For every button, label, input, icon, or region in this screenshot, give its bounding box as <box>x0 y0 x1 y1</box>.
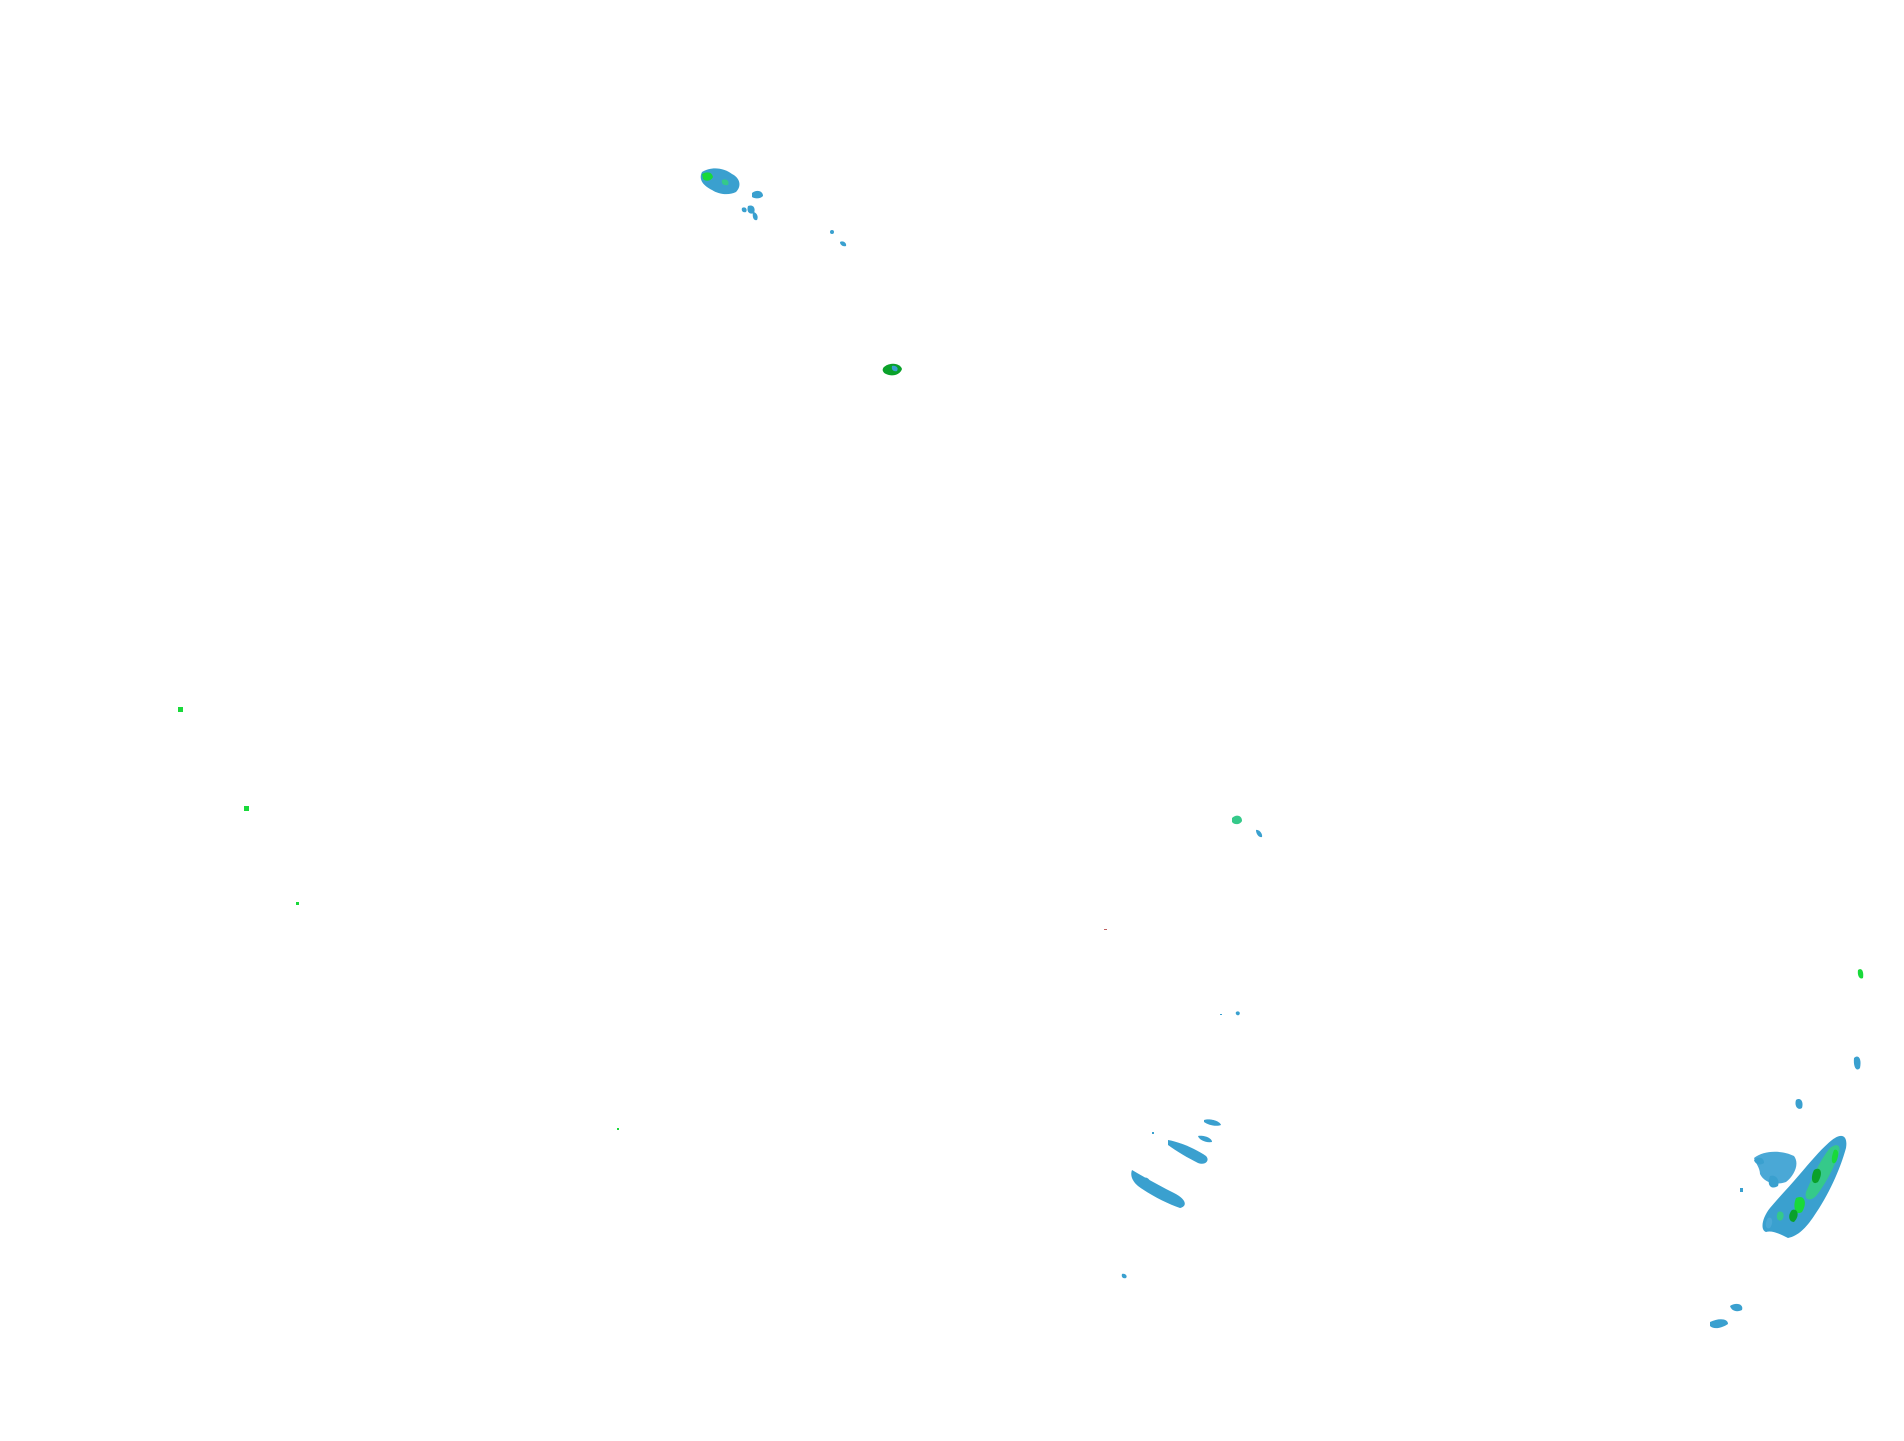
echo-cell <box>1857 969 1864 979</box>
echo-streak <box>1131 1170 1185 1208</box>
echo-dot <box>178 707 183 712</box>
echo-dot <box>1220 1014 1222 1015</box>
echo-cluster-central <box>1104 815 1263 1016</box>
echo-cell-core <box>702 172 713 181</box>
echo-cell <box>1795 1098 1803 1109</box>
echo-storm-core <box>1776 1211 1784 1221</box>
echo-streak <box>1198 1135 1212 1143</box>
echo-storm-core <box>1789 1209 1798 1222</box>
echo-cell <box>747 205 755 214</box>
echo-storm-core <box>1831 1149 1839 1164</box>
echo-cell <box>741 207 747 213</box>
echo-cell <box>830 230 834 234</box>
echo-cluster-east <box>1795 969 1864 1109</box>
echo-dot <box>1740 1188 1743 1192</box>
echo-cluster-southeast-small <box>1710 1303 1743 1329</box>
echo-cell <box>1121 1273 1127 1279</box>
echo-dot <box>296 902 299 905</box>
echo-cell <box>752 212 758 221</box>
echo-cell <box>1235 1011 1240 1016</box>
echo-cell-intense <box>882 363 902 376</box>
echo-storm-core <box>1805 1145 1840 1200</box>
echo-cell <box>1754 1151 1797 1184</box>
echo-cell <box>1853 1056 1861 1070</box>
echo-cell <box>1710 1319 1728 1329</box>
echo-storm-southeast[interactable] <box>1740 1135 1847 1238</box>
echo-cell <box>1754 1157 1764 1165</box>
echo-dot <box>617 1128 619 1130</box>
echo-storm-core <box>1794 1196 1805 1214</box>
echo-dot <box>1104 929 1107 930</box>
echo-cell <box>1730 1303 1743 1312</box>
echo-cell <box>1232 815 1242 825</box>
echo-dot <box>244 806 249 811</box>
echo-streak-band <box>1121 1119 1221 1279</box>
echo-cell <box>840 241 847 247</box>
echo-cell <box>752 190 763 199</box>
echo-streak <box>1204 1119 1221 1126</box>
echo-storm-core <box>1811 1168 1821 1184</box>
echo-cell-core <box>721 179 729 186</box>
echo-streak <box>1143 1177 1151 1186</box>
echo-cell <box>1768 1175 1779 1188</box>
echo-cluster-north <box>700 168 847 247</box>
echo-dots-west <box>178 707 619 1130</box>
echo-cell <box>1256 829 1263 838</box>
echo-streak <box>1168 1140 1208 1164</box>
echo-dot <box>1152 1132 1154 1134</box>
echo-cell <box>700 168 740 195</box>
echo-cell <box>1765 1217 1773 1229</box>
